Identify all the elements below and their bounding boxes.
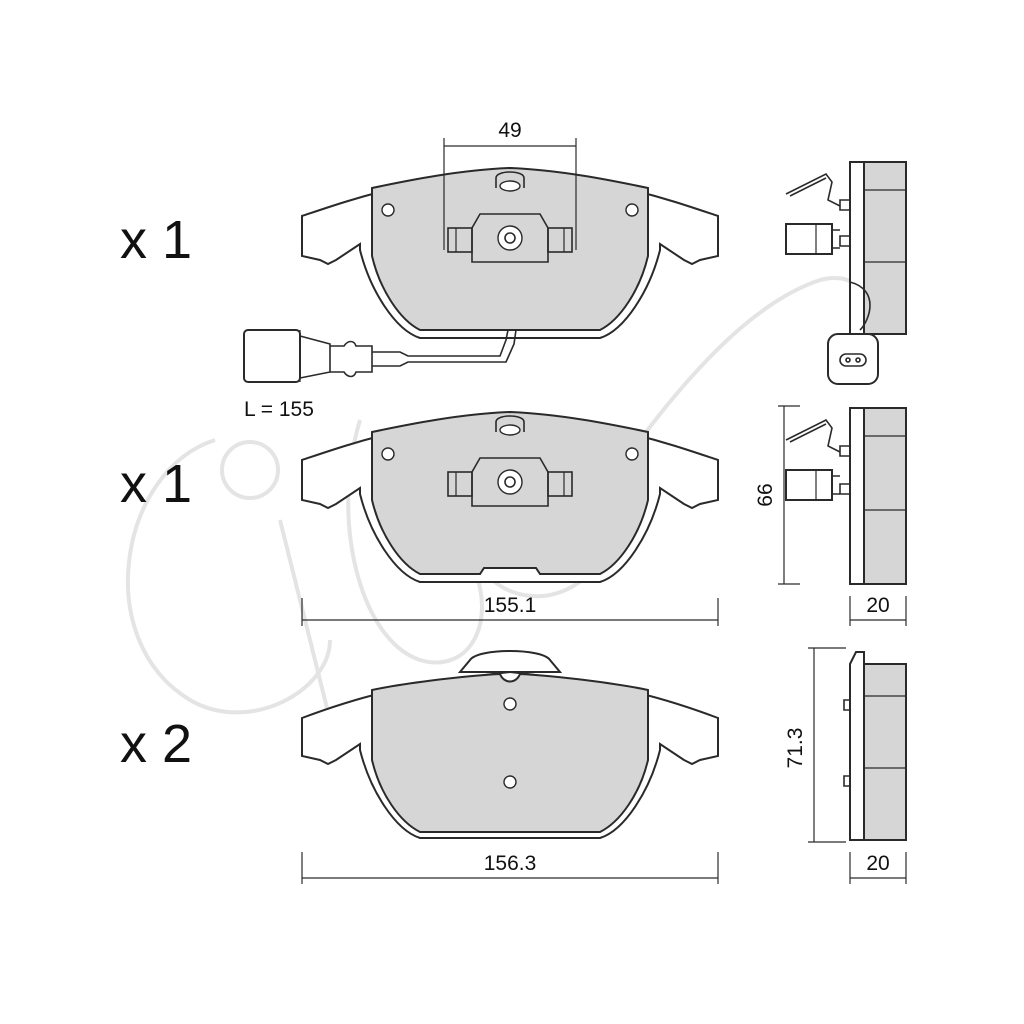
- wear-sensor-wire: [243, 329, 517, 383]
- quantity-set-1: x 1: [120, 210, 192, 270]
- pad-front-view-3: [301, 650, 719, 839]
- pad-front-view-2: [301, 410, 719, 583]
- height-label-set-2: 71.3: [784, 728, 807, 769]
- wire-length-label: L = 155: [244, 398, 314, 421]
- width-label-set-1: 155.1: [484, 594, 537, 617]
- thickness-label-set-1: 20: [866, 594, 889, 617]
- pad-side-view-3: [843, 651, 907, 841]
- pad-front-view-1: [301, 166, 719, 339]
- width-dimension-set-2: 156.3: [301, 852, 719, 884]
- sensor-spacing-label: 49: [498, 119, 521, 142]
- height-label-set-1: 66: [754, 483, 777, 506]
- sensor-spacing-dimension: 49: [443, 119, 577, 250]
- quantity-set-3: x 2: [120, 714, 192, 774]
- height-dimension-set-2: 71.3: [784, 647, 846, 843]
- width-label-set-2: 156.3: [484, 852, 537, 875]
- height-dimension-set-1: 66: [754, 405, 800, 585]
- pad-side-view-1: [785, 161, 907, 385]
- thickness-dimension-set-2: 20: [849, 852, 907, 884]
- width-dimension-set-1: 155.1: [301, 594, 719, 626]
- pad-side-view-2: [785, 407, 907, 585]
- thickness-label-set-2: 20: [866, 852, 889, 875]
- thickness-dimension-set-1: 20: [849, 594, 907, 626]
- quantity-set-2: x 1: [120, 454, 192, 514]
